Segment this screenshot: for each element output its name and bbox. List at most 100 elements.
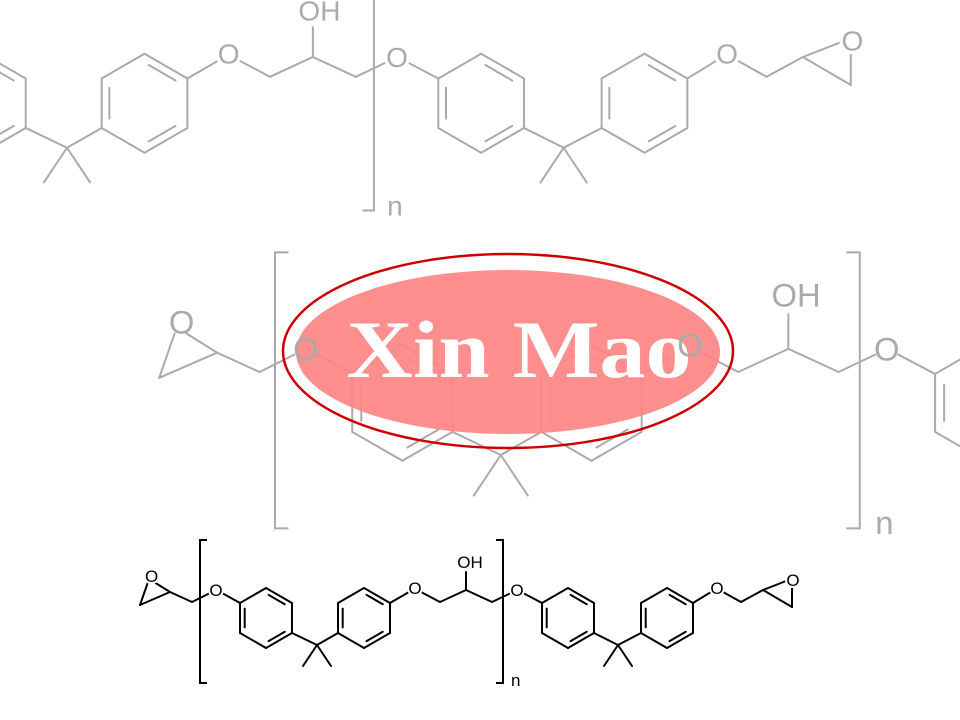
chain-bond	[354, 60, 389, 78]
benzene-ring-bond	[600, 52, 646, 80]
hydroxyl-label: OH	[771, 276, 820, 313]
chain-bond	[603, 644, 619, 667]
chain-bond	[258, 353, 296, 374]
benzene-ring-bond	[640, 587, 668, 604]
chain-bond	[740, 589, 764, 603]
chain-bond	[291, 632, 318, 646]
benzene-ring-bond	[265, 632, 293, 649]
repeat-bracket-right	[846, 251, 861, 530]
repeat-bracket-left	[199, 539, 207, 684]
oxygen-atom-label: O	[677, 327, 703, 364]
chain-bond	[617, 632, 642, 646]
chain-bond	[686, 59, 719, 80]
aromatic-double-bond	[668, 593, 687, 606]
chain-bond	[24, 126, 68, 149]
chain-bond	[562, 146, 588, 184]
chain-bond	[221, 592, 241, 604]
chain-bond	[185, 332, 219, 354]
oxygen-atom-label: O	[510, 581, 523, 600]
chain-bond	[692, 591, 712, 604]
chain-bond	[472, 454, 502, 497]
chain-bond	[42, 146, 68, 184]
benzene-ring-bond	[480, 52, 526, 80]
aromatic-double-bond	[147, 64, 177, 82]
chain-bond	[439, 589, 467, 603]
benzene-ring-bond	[934, 430, 960, 448]
chain-bond	[451, 430, 502, 456]
chain-bond	[765, 56, 804, 78]
aromatic-double-bond	[668, 630, 687, 643]
chain-bond	[499, 430, 543, 456]
chain-bond	[158, 351, 219, 379]
chain-bond	[762, 589, 793, 608]
benzene-ring-bond	[363, 632, 391, 649]
logo-ring-ellipse	[281, 252, 735, 450]
benzene-ring-bond	[401, 430, 454, 462]
oxygen-atom-label: O	[716, 39, 738, 70]
logo-text: Xin Mao	[347, 304, 692, 395]
chain-bond	[66, 126, 103, 149]
aromatic-double-bond	[647, 124, 677, 143]
oxygen-atom-label: O	[786, 571, 799, 590]
benzene-ring-bond	[265, 587, 293, 604]
benzene-ring-bond	[100, 52, 146, 80]
benzene-ring-bond	[437, 126, 483, 154]
chain-bond	[801, 41, 842, 58]
chain-bond	[316, 632, 339, 646]
hydroxyl-label: OH	[298, 0, 340, 27]
repeat-bracket-right	[496, 539, 504, 684]
chain-bond	[801, 56, 852, 87]
repeat-bracket-right	[362, 0, 375, 212]
chain-bond	[897, 353, 937, 375]
oxygen-atom-label: O	[386, 42, 408, 73]
aromatic-double-bond	[569, 630, 588, 643]
chain-bond	[389, 591, 410, 604]
aromatic-double-bond	[365, 593, 384, 606]
repeat-count-label: n	[511, 671, 520, 690]
oxygen-atom-label: O	[145, 567, 158, 586]
benzene-ring-bond	[567, 632, 595, 649]
aromatic-double-bond	[569, 593, 588, 606]
repeat-bracket-left	[274, 251, 289, 530]
chain-bond	[139, 581, 149, 606]
oxygen-atom-label: O	[408, 579, 421, 598]
chain-bond	[491, 592, 512, 603]
benzene-ring-bond	[643, 52, 689, 80]
benzene-ring-bond	[541, 587, 569, 604]
aromatic-double-bond	[406, 428, 440, 449]
aromatic-double-bond	[484, 124, 514, 143]
chain-bond	[617, 644, 633, 667]
benzene-ring-bond	[640, 632, 668, 649]
chain-bond	[153, 581, 171, 593]
chain-bond	[420, 591, 441, 603]
hydroxyl-label: OH	[457, 553, 483, 572]
aromatic-double-bond	[647, 64, 677, 82]
benzene-ring-bond	[0, 62, 27, 80]
benzene-ring-bond	[143, 126, 189, 154]
benzene-ring-bond	[0, 126, 27, 144]
chain-bond	[66, 146, 92, 184]
chain-bond	[722, 591, 742, 603]
chain-bond	[837, 353, 877, 374]
benzene-ring-bond	[239, 587, 267, 604]
chain-bond	[311, 56, 357, 78]
oxygen-atom-label: O	[841, 25, 863, 56]
benzene-ring-bond	[541, 632, 569, 649]
oxygen-atom-label: O	[218, 39, 240, 70]
oxygen-atom-label: O	[874, 330, 900, 367]
benzene-ring-bond	[337, 587, 365, 604]
aromatic-double-bond	[267, 593, 286, 606]
chain-bond	[735, 59, 768, 78]
chain-bond	[762, 580, 787, 591]
aromatic-double-bond	[0, 71, 15, 82]
aromatic-double-bond	[267, 630, 286, 643]
oxygen-atom-label: O	[293, 330, 319, 367]
benzene-ring-bond	[363, 587, 391, 604]
chain-bond	[522, 592, 543, 604]
repeat-count-label: n	[875, 504, 893, 541]
benzene-ring-bond	[100, 126, 146, 154]
